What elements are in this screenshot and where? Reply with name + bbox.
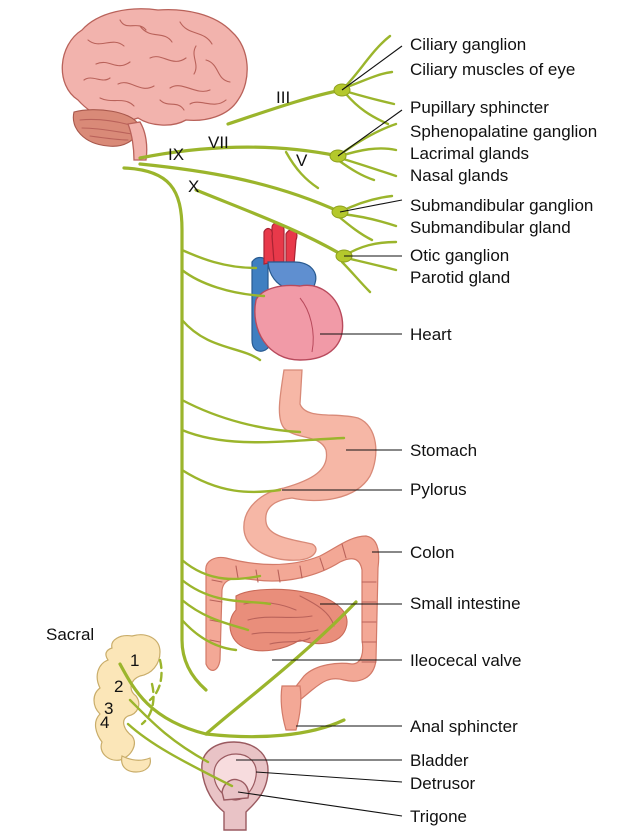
- cranial-nerves: [118, 34, 398, 788]
- heart: [251, 222, 344, 361]
- label-ileocecal-valve: Ileocecal valve: [410, 651, 522, 670]
- label-nerve-x: X: [188, 177, 199, 196]
- label-bladder: Bladder: [410, 751, 469, 770]
- nerve-ix: [138, 162, 342, 214]
- bladder: [201, 741, 269, 831]
- labels: Ciliary ganglion Ciliary muscles of eye …: [46, 35, 597, 826]
- label-otic-ganglion: Otic ganglion: [410, 246, 509, 265]
- nerve-iii: [226, 88, 344, 126]
- nerve-v: [284, 150, 320, 190]
- leader-lines: [236, 45, 403, 817]
- label-sacral-3: 3: [104, 699, 113, 718]
- label-pylorus: Pylorus: [410, 480, 467, 499]
- label-heart: Heart: [410, 325, 452, 344]
- label-nerve-ix: IX: [168, 145, 184, 164]
- intestines: [205, 535, 380, 731]
- label-sacral-1: 1: [130, 651, 139, 670]
- label-trigone: Trigone: [410, 807, 467, 826]
- label-submandibular-ganglion: Submandibular ganglion: [410, 196, 593, 215]
- label-parotid-gland: Parotid gland: [410, 268, 510, 287]
- label-sacral: Sacral: [46, 625, 94, 644]
- nerve-x: [122, 166, 208, 692]
- label-nerve-iii: III: [276, 88, 290, 107]
- label-lacrimal-glands: Lacrimal glands: [410, 144, 529, 163]
- label-ciliary-ganglion: Ciliary ganglion: [410, 35, 526, 54]
- label-submandibular-gland: Submandibular gland: [410, 218, 571, 237]
- label-pupillary-sphincter: Pupillary sphincter: [410, 98, 549, 117]
- stomach: [243, 369, 377, 561]
- label-ciliary-muscles: Ciliary muscles of eye: [410, 60, 575, 79]
- label-nerve-v: V: [296, 151, 308, 170]
- label-sacral-2: 2: [114, 677, 123, 696]
- label-sphenopalatine-ganglion: Sphenopalatine ganglion: [410, 122, 597, 141]
- sacrum: [93, 634, 161, 773]
- nerve-vii: [138, 145, 340, 160]
- label-anal-sphincter: Anal sphincter: [410, 717, 518, 736]
- label-small-intestine: Small intestine: [410, 594, 521, 613]
- label-sacral-4: 4: [100, 713, 109, 732]
- label-stomach: Stomach: [410, 441, 477, 460]
- brain: [61, 8, 248, 161]
- label-nerve-vii: VII: [208, 133, 229, 152]
- label-colon: Colon: [410, 543, 454, 562]
- ganglia: [329, 83, 353, 263]
- label-detrusor: Detrusor: [410, 774, 476, 793]
- label-nasal-glands: Nasal glands: [410, 166, 508, 185]
